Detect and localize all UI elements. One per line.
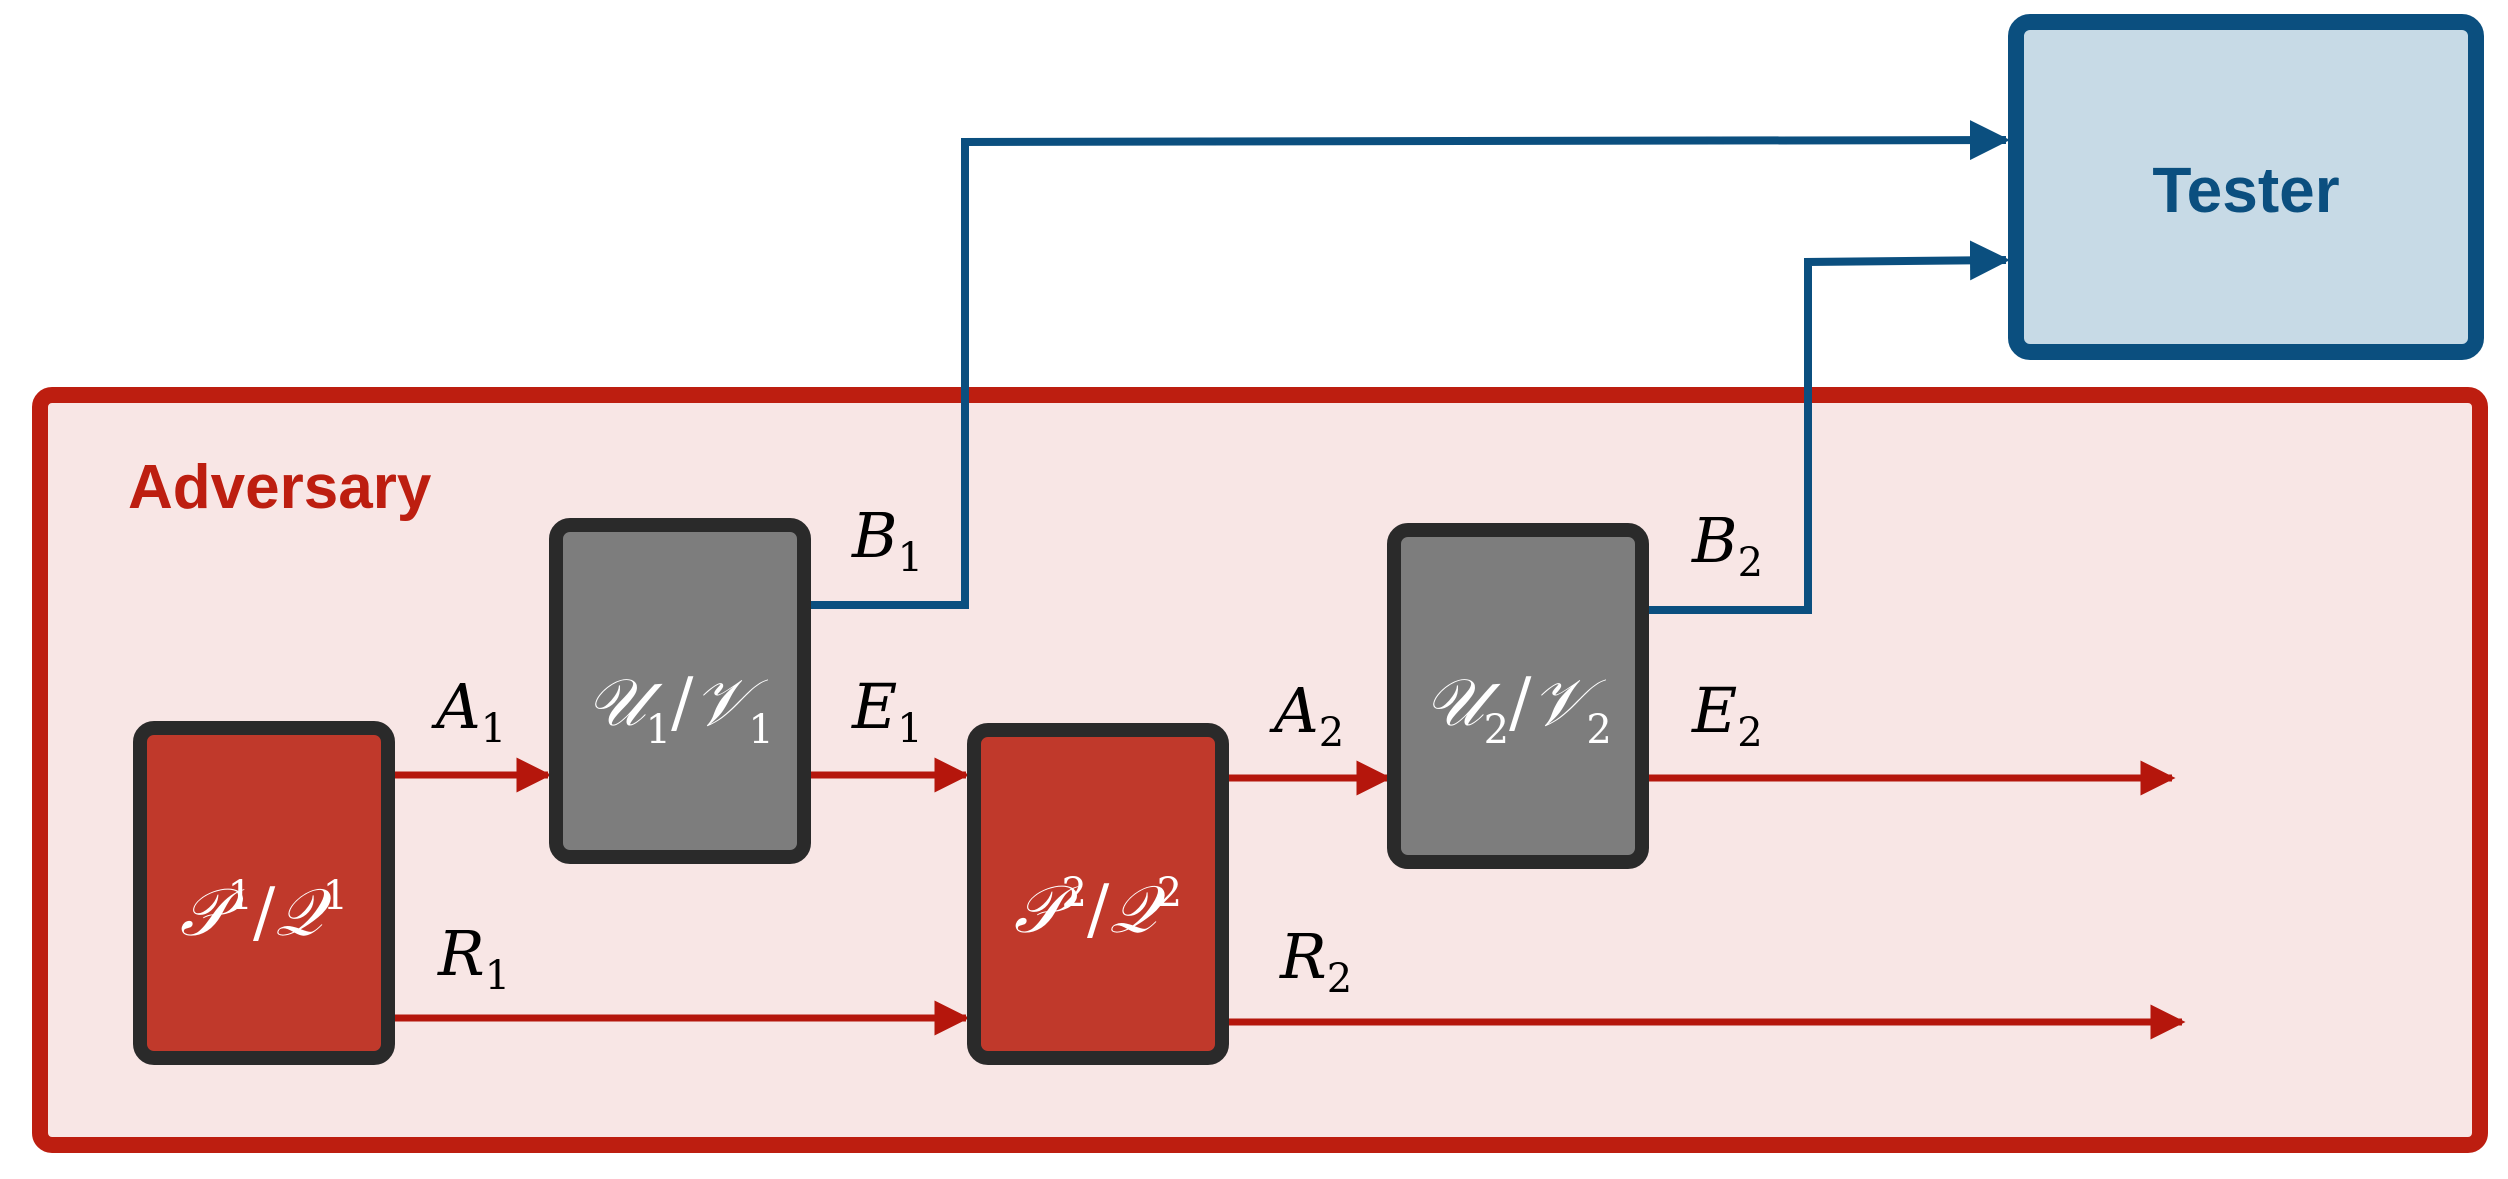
- label-a1: A1: [431, 670, 506, 752]
- box-u2-v2-label: 𝒰2/𝒱2: [1424, 664, 1612, 753]
- box-p1-q1-frame: [133, 721, 395, 1065]
- label-b2: B2: [1691, 504, 1763, 586]
- box-p2-q2-label: 𝒫2/𝒬2: [1014, 870, 1182, 948]
- label-r1: R1: [437, 917, 510, 999]
- wire-labels: A1 R1 B1 E1 A2 R2 B2 E2: [431, 499, 1763, 1002]
- box-u2-v2-frame: [1387, 523, 1649, 869]
- label-a2: A2: [1269, 674, 1344, 756]
- label-e2: E2: [1691, 674, 1763, 756]
- adversary-region: Adversary: [32, 387, 2488, 1153]
- tester-arrows: [808, 120, 2010, 614]
- box-u1-v1: 𝒰1/𝒱1: [549, 518, 811, 864]
- label-b1: B1: [851, 499, 923, 581]
- adversary-title: Adversary: [128, 453, 432, 522]
- tester-title: Tester: [2152, 154, 2339, 226]
- box-p1-q1-label: 𝒫1/𝒬1: [180, 873, 348, 951]
- box-p2-q2: 𝒫2/𝒬2: [967, 723, 1229, 1065]
- arrow-b2-to-tester: [1646, 240, 2010, 614]
- arrow-b1-to-tester: [808, 120, 2010, 609]
- box-p1-q1: 𝒫1/𝒬1: [133, 721, 395, 1065]
- flow-arrows: [390, 757, 2186, 1040]
- box-u1-v1-frame: [549, 518, 811, 864]
- tester-box: Tester: [2008, 14, 2484, 360]
- label-r2: R2: [1279, 920, 1352, 1002]
- box-u1-v1-label: 𝒰1/𝒱1: [586, 664, 774, 753]
- label-e1: E1: [851, 670, 923, 752]
- box-p2-q2-frame: [967, 723, 1229, 1065]
- box-u2-v2: 𝒰2/𝒱2: [1387, 523, 1649, 869]
- tester-frame: [2008, 14, 2484, 360]
